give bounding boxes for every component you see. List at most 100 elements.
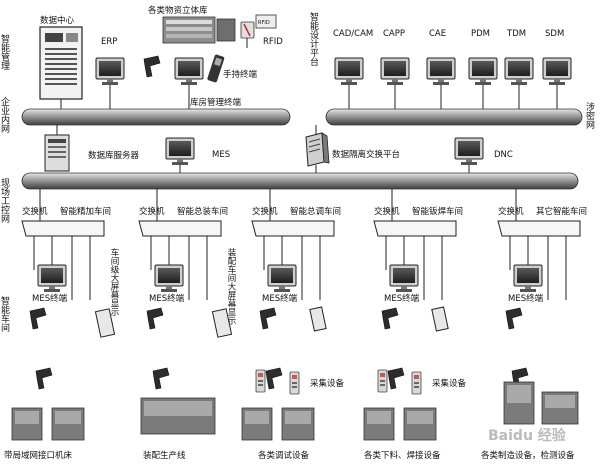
large-screen-display-icon <box>94 308 116 338</box>
design-system-label: PDM <box>471 29 490 39</box>
equipment-photo-highlight <box>55 411 81 424</box>
dnc-computer-icon <box>454 137 484 166</box>
collection-device-icon <box>289 371 300 395</box>
side-label-smart-management: 智能管理 <box>0 33 10 70</box>
switch-label: 交换机 <box>22 206 48 217</box>
design-system-computer-icon <box>542 57 572 86</box>
switch-label: 交换机 <box>252 206 278 217</box>
equipment-photo-highlight <box>285 411 311 424</box>
barcode-scanner-icon <box>259 307 277 330</box>
database-server-label: 数据库服务器 <box>88 150 140 161</box>
barcode-scanner-icon <box>152 367 170 390</box>
workshops-area: 交换机智能精加车间MES终端车间级大屏幕显示带局域网接口机床交换机智能总装车间M… <box>4 189 587 461</box>
switch-label: 交换机 <box>498 206 524 217</box>
switch-label: 交换机 <box>374 206 400 217</box>
rfid-reader-icon: RFID <box>240 14 277 48</box>
erp-computer-icon <box>95 57 125 86</box>
workshop-name-label: 其它智能车间 <box>536 206 587 217</box>
design-system-label: SDM <box>545 29 564 39</box>
collection-device-icon <box>377 369 388 393</box>
switch-label: 交换机 <box>139 206 165 217</box>
classified-network-bus <box>325 108 583 126</box>
equipment-caption: 各类制造设备，检测设备 <box>481 450 575 461</box>
side-label-classified-network: 涉密网 <box>584 101 595 130</box>
mes-terminal-label: MES终端 <box>508 293 544 304</box>
design-system-computer-icon <box>426 57 456 86</box>
barcode-scanner-icon <box>387 367 405 390</box>
workshop-column: 交换机智能精加车间MES终端车间级大屏幕显示带局域网接口机床 <box>4 189 119 461</box>
large-screen-display-icon <box>211 308 233 338</box>
network-switch-icon <box>497 220 581 237</box>
handheld-terminal-icon <box>207 54 225 83</box>
workshop-name-label: 智能总装车间 <box>177 206 228 217</box>
warehouse-photo <box>162 16 236 44</box>
equipment-caption: 带局域网接口机床 <box>4 450 73 461</box>
handheld-terminal-label: 手持终端 <box>223 69 258 80</box>
large-screen-label: 装配车间大屏幕显示 <box>226 247 236 324</box>
warehouse-terminal-label: 库房管理终端 <box>190 97 242 108</box>
barcode-scanner-icon <box>265 367 283 390</box>
equipment-photo-highlight <box>245 411 269 424</box>
collection-device-icon <box>411 371 422 395</box>
svg-text:RFID: RFID <box>258 20 270 26</box>
collection-device-icon <box>255 369 266 393</box>
data-center-label: 数据中心 <box>40 15 75 26</box>
design-system-label: CAE <box>429 29 446 39</box>
erp-label: ERP <box>101 37 117 47</box>
design-system-computer-icon <box>468 57 498 86</box>
network-switch-icon <box>21 220 105 237</box>
equipment-photo-highlight <box>545 395 575 408</box>
equipment-caption: 各类下料、焊接设备 <box>364 450 441 461</box>
data-isolation-exchange-platform-icon <box>305 125 330 173</box>
mes-terminal-computer-icon <box>389 264 419 293</box>
network-switch-icon <box>251 220 335 237</box>
design-system-computer-icon <box>380 57 410 86</box>
equipment-photo-highlight <box>507 385 531 403</box>
mes-terminal-computer-icon <box>513 264 543 293</box>
equipment-photo-highlight <box>144 401 212 416</box>
data-isolation-label: 数据隔离交换平台 <box>332 149 400 160</box>
network-switch-icon <box>138 220 222 237</box>
rfid-label: RFID <box>263 37 283 47</box>
mes-terminal-computer-icon <box>267 264 297 293</box>
side-label-enterprise-network: 企业内网 <box>0 96 10 134</box>
equipment-photo-highlight <box>407 411 433 424</box>
side-label-field-control-network: 现场工控网 <box>0 178 10 224</box>
mes-terminal-label: MES终端 <box>32 293 68 304</box>
panel-display-icon <box>309 306 327 332</box>
database-server-icon <box>44 125 70 172</box>
design-systems-row: CAD/CAM CAPP CAE PDM TDM SDM <box>333 29 572 109</box>
design-system-computer-icon <box>334 57 364 86</box>
equipment-caption: 装配生产线 <box>143 450 186 461</box>
mes-terminal-label: MES终端 <box>149 293 185 304</box>
barcode-scanner-icon <box>146 307 164 330</box>
field-control-network-bus <box>21 172 579 190</box>
collection-device-label: 采集设备 <box>310 378 345 389</box>
watermark: Baidu 经验 <box>488 427 567 444</box>
workshop-column: 交换机智能钣焊车间MES终端采集设备各类下料、焊接设备 <box>363 189 467 461</box>
design-system-label: CAD/CAM <box>333 29 373 39</box>
mes-terminal-computer-icon <box>154 264 184 293</box>
mes-terminal-computer-icon <box>37 264 67 293</box>
warehouse-terminal-computer-icon <box>174 57 204 86</box>
data-center-group <box>39 26 83 109</box>
panel-display-icon <box>431 306 449 332</box>
mes-server-computer-icon <box>165 137 195 166</box>
equipment-photo-highlight <box>367 411 391 424</box>
dnc-label: DNC <box>494 150 513 160</box>
mes-terminal-label: MES终端 <box>262 293 298 304</box>
side-label-smart-workshop: 智能车间 <box>0 295 10 333</box>
design-system-label: TDM <box>506 29 526 39</box>
network-switch-icon <box>373 220 457 237</box>
barcode-scanner-icon <box>505 307 523 330</box>
mes-label: MES <box>212 150 230 160</box>
enterprise-network-bus <box>21 108 291 126</box>
design-system-label: CAPP <box>383 29 405 39</box>
large-screen-label: 车间级大屏幕显示 <box>109 247 119 316</box>
barcode-scanner-icon <box>29 307 47 330</box>
collection-device-label: 采集设备 <box>432 378 467 389</box>
